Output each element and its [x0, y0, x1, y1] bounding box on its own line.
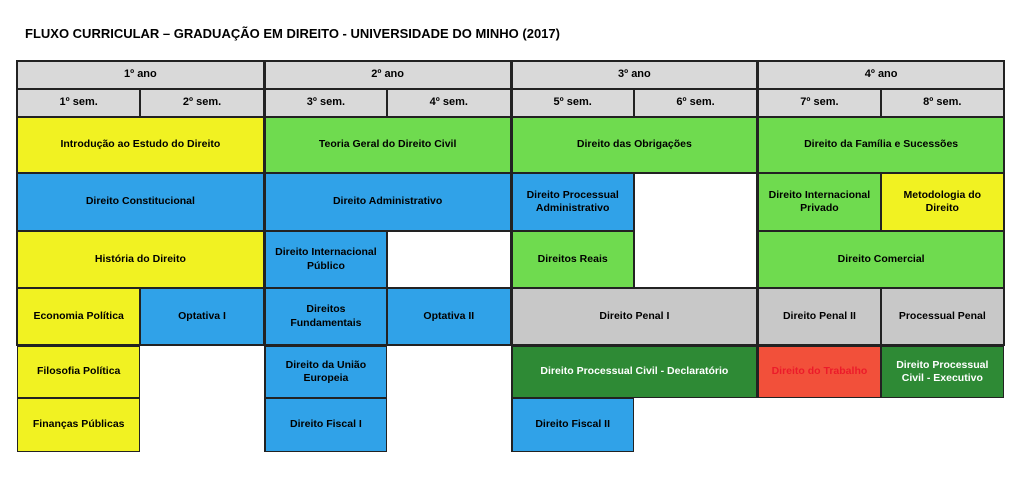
- empty-cell-sem6: [633, 173, 758, 288]
- semester-header-6: 6º sem.: [633, 89, 758, 117]
- course-cell-direito-administrativo: Direito Administrativo: [263, 173, 511, 231]
- course-cell-direito-processual-administrativo: Direito Processual Administrativo: [510, 173, 634, 231]
- course-cell-optativa-2: Optativa II: [387, 288, 511, 345]
- course-cell-dpc-executivo: Direito Processual Civil - Executivo: [880, 346, 1004, 398]
- year-header-4: 4º ano: [757, 61, 1004, 89]
- course-cell-direito-penal-2: Direito Penal II: [757, 288, 881, 345]
- course-cell-filosofia-politica: Filosofia Política: [17, 346, 141, 398]
- year-header-1: 1º ano: [17, 61, 264, 89]
- course-cell-direitos-fundamentais: Direitos Fundamentais: [263, 288, 388, 345]
- semester-header-2: 2º sem.: [140, 89, 264, 117]
- course-cell-optativa-1: Optativa I: [140, 288, 264, 345]
- course-cell-direito-do-trabalho: Direito do Trabalho: [757, 346, 881, 398]
- year-header-2: 2º ano: [263, 61, 511, 89]
- course-cell-direitos-reais: Direitos Reais: [510, 231, 634, 288]
- curriculum-grid-bottom: Filosofia Política Direito da União Europ…: [16, 346, 1005, 452]
- course-cell-introducao-estudo-direito: Introdução ao Estudo do Direito: [17, 117, 264, 173]
- course-cell-metodologia-do-direito: Metodologia do Direito: [880, 173, 1004, 231]
- course-cell-direito-familia-sucessoes: Direito da Família e Sucessões: [757, 117, 1004, 173]
- course-cell-direito-uniao-europeia: Direito da União Europeia: [263, 346, 388, 398]
- course-cell-direito-internacional-publico: Direito Internacional Público: [263, 231, 388, 288]
- course-cell-direito-comercial: Direito Comercial: [757, 231, 1004, 288]
- page-title: FLUXO CURRICULAR – GRADUAÇÃO EM DIREITO …: [25, 26, 560, 41]
- year-header-3: 3º ano: [510, 61, 758, 89]
- empty-cell-sem4: [387, 231, 511, 288]
- semester-header-4: 4º sem.: [387, 89, 511, 117]
- course-cell-dpc-declaratorio: Direito Processual Civil - Declaratório: [510, 346, 758, 398]
- course-cell-direito-fiscal-2: Direito Fiscal II: [510, 398, 634, 452]
- course-cell-historia-do-direito: História do Direito: [17, 231, 264, 288]
- semester-header-3: 3º sem.: [263, 89, 388, 117]
- course-cell-direito-internacional-privado: Direito Internacional Privado: [757, 173, 881, 231]
- semester-header-1: 1º sem.: [17, 89, 141, 117]
- course-cell-direito-fiscal-1: Direito Fiscal I: [263, 398, 388, 452]
- course-cell-direito-constitucional: Direito Constitucional: [17, 173, 264, 231]
- course-cell-teoria-geral-direito-civil: Teoria Geral do Direito Civil: [263, 117, 511, 173]
- course-cell-economia-politica: Economia Política: [17, 288, 141, 345]
- semester-header-8: 8º sem.: [880, 89, 1004, 117]
- course-cell-financas-publicas: Finanças Públicas: [17, 398, 141, 452]
- course-cell-direito-penal-1: Direito Penal I: [510, 288, 758, 345]
- course-cell-processual-penal: Processual Penal: [880, 288, 1004, 345]
- semester-header-7: 7º sem.: [757, 89, 881, 117]
- semester-header-5: 5º sem.: [510, 89, 634, 117]
- course-cell-direito-das-obrigacoes: Direito das Obrigações: [510, 117, 758, 173]
